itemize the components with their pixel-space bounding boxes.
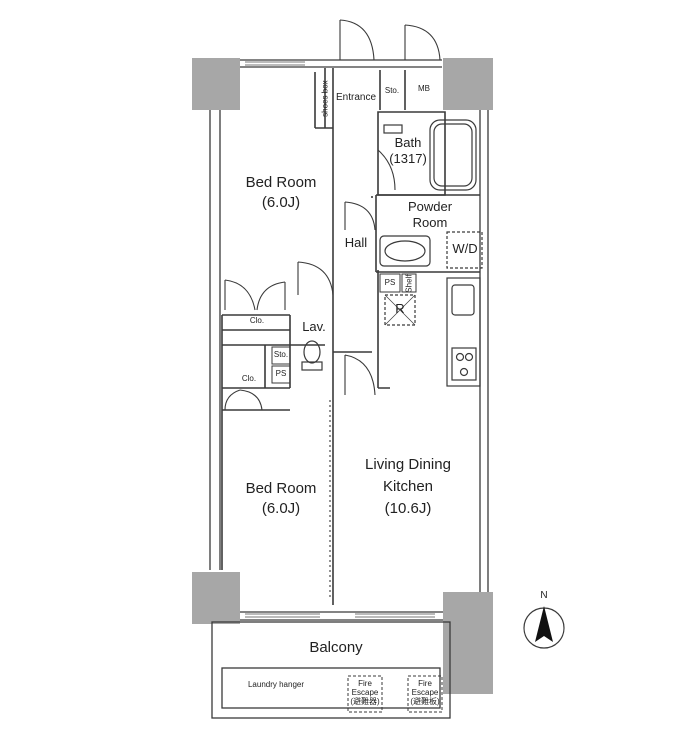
kitchen-counter bbox=[446, 277, 481, 387]
sink-bowl bbox=[384, 240, 426, 262]
lav-label: Lav. bbox=[302, 319, 326, 334]
fire-escape-hatches bbox=[347, 675, 443, 713]
sto-top-label: Sto. bbox=[384, 86, 400, 95]
fridge-space bbox=[384, 294, 416, 326]
hall-label: Hall bbox=[344, 235, 368, 250]
ldk-name-1: Living Dining bbox=[365, 456, 451, 473]
stove bbox=[451, 347, 477, 381]
doors bbox=[224, 19, 441, 600]
entrance-label: Entrance bbox=[335, 92, 377, 103]
fire-escape-left-3: (避難器) bbox=[350, 697, 380, 706]
bedroom-bottom-size: (6.0J) bbox=[261, 500, 301, 517]
toilet-tank bbox=[301, 361, 323, 371]
fire-escape-left-1: Fire bbox=[358, 679, 372, 688]
mb-label: MB bbox=[418, 84, 430, 93]
toilet-bowl bbox=[303, 340, 321, 364]
window-sills bbox=[245, 61, 435, 618]
fridge-r-label: R bbox=[395, 301, 405, 316]
clo-top-label: Clo. bbox=[249, 316, 265, 325]
ldk-name-2: Kitchen bbox=[382, 478, 434, 495]
washer-space bbox=[446, 231, 483, 269]
shoes-box-label: shoes box bbox=[320, 80, 330, 117]
kitchen-sink bbox=[451, 284, 475, 316]
laundry-hanger-label: Laundry hanger bbox=[247, 680, 305, 689]
sto-mid-label: Sto. bbox=[273, 350, 289, 359]
ldk-size: (10.6J) bbox=[384, 500, 432, 517]
compass bbox=[523, 606, 565, 649]
column-bottom-left bbox=[192, 572, 240, 624]
compass-north-label: N bbox=[540, 590, 548, 601]
column-top-right bbox=[443, 58, 493, 110]
shelf-label: Shelf bbox=[404, 274, 414, 293]
fire-escape-right-3: (避難板) bbox=[410, 697, 440, 706]
bedroom-bottom-name: Bed Room bbox=[245, 480, 317, 497]
north-arrow-icon bbox=[535, 606, 553, 642]
ps-mid-label: PS bbox=[275, 369, 287, 378]
powder-name-2: Room bbox=[412, 215, 448, 230]
bedroom-top-size: (6.0J) bbox=[261, 194, 301, 211]
structural-columns bbox=[192, 58, 493, 694]
sink-basin bbox=[379, 235, 431, 267]
fire-escape-left-2: Escape bbox=[351, 688, 379, 697]
wd-label: W/D bbox=[452, 241, 478, 256]
shelf-boxes bbox=[271, 273, 417, 384]
ps-top-label: PS bbox=[384, 278, 396, 287]
fire-escape-right-1: Fire bbox=[418, 679, 432, 688]
balcony-label: Balcony bbox=[309, 639, 363, 656]
fixtures bbox=[301, 119, 483, 387]
bath-name: Bath bbox=[394, 135, 422, 150]
bedroom-top-name: Bed Room bbox=[245, 174, 317, 191]
interior-walls bbox=[221, 68, 480, 605]
bathtub bbox=[429, 119, 477, 191]
column-bottom-right bbox=[443, 592, 493, 694]
fire-escape-right-2: Escape bbox=[411, 688, 439, 697]
column-top-left bbox=[192, 58, 240, 110]
powder-name-1: Powder bbox=[407, 199, 453, 214]
clo-bottom-label: Clo. bbox=[241, 374, 257, 383]
bath-size: (1317) bbox=[389, 151, 427, 166]
